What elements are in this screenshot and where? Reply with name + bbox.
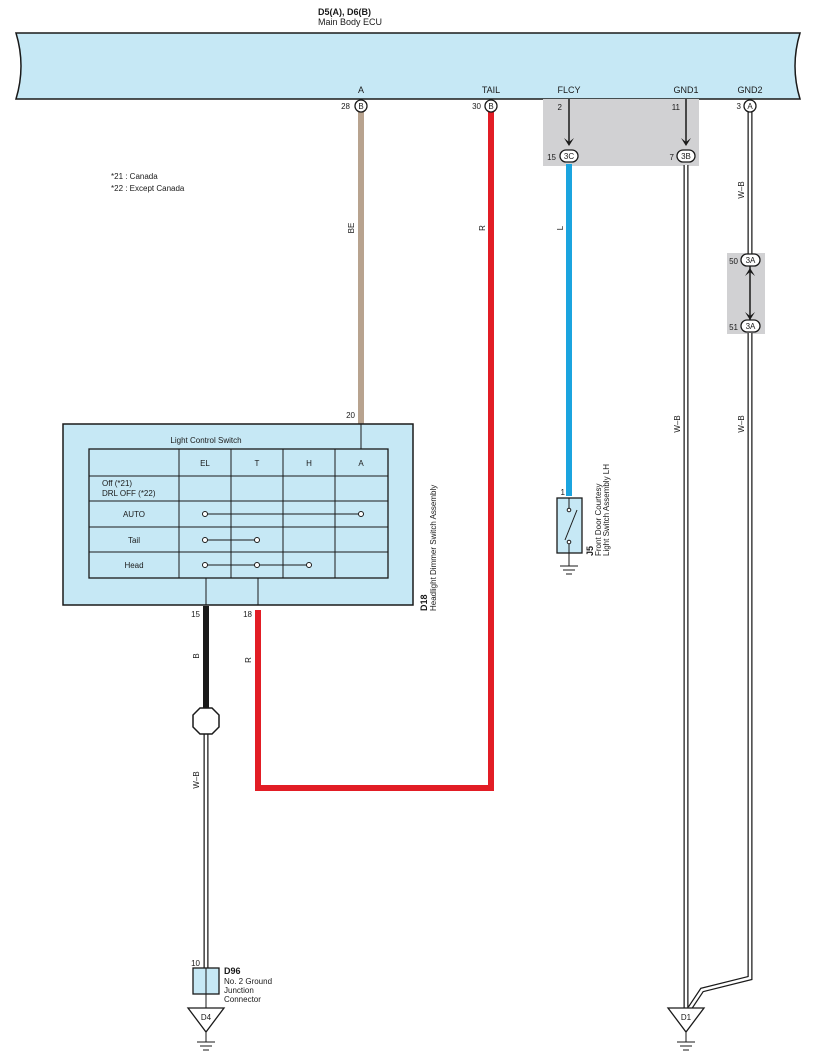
switch-pin-18: 18	[243, 610, 252, 619]
switch-pin-15: 15	[191, 610, 200, 619]
switch-col-a: A	[358, 459, 364, 468]
door-switch-code: J5	[585, 546, 595, 556]
flcy-arrow-icon	[564, 138, 574, 146]
wire-label-wb-gnd2-upper: W–B	[737, 181, 746, 198]
ground-point-d1: D1	[666, 1007, 706, 1051]
gnd1-arrow-icon	[681, 138, 691, 146]
switch-row-drl-off: DRL OFF (*22)	[102, 489, 156, 498]
switch-col-el: EL	[200, 459, 210, 468]
wire-red	[255, 112, 494, 791]
ground-point-d4: D4	[186, 1007, 226, 1051]
svg-text:3A: 3A	[746, 256, 756, 265]
svg-text:3C: 3C	[564, 152, 574, 161]
connector-3a-51: 3A	[740, 319, 761, 333]
pin-50-label: 50	[729, 257, 738, 266]
continuity-head	[202, 562, 312, 568]
switch-title: Light Control Switch	[170, 436, 241, 445]
svg-text:3A: 3A	[746, 322, 756, 331]
pin-7-3b-label: 7	[670, 153, 675, 162]
switch-col-h: H	[306, 459, 312, 468]
switch-row-tail: Tail	[128, 536, 140, 545]
ground-junction-connector: 10 D96 No. 2 Ground Junction Connector	[191, 959, 272, 1008]
door-courtesy-switch: 1 J5 Front Door Courtesy Light Switch As…	[556, 464, 611, 575]
junction-name-3: Connector	[224, 995, 261, 1004]
svg-text:B: B	[488, 102, 493, 111]
wire-label-wb-gnd1: W–B	[673, 415, 682, 432]
connector-3a-50: 3A	[740, 253, 761, 267]
pin-51-label: 51	[729, 323, 738, 332]
junction-name-2: Junction	[224, 986, 254, 995]
wire-label-r-tail: R	[478, 225, 487, 231]
note-except-canada: *22 : Except Canada	[111, 184, 185, 193]
svg-text:D4: D4	[201, 1013, 212, 1022]
connector-3b-7: 3B	[676, 149, 696, 163]
splice-point	[192, 707, 220, 735]
ecu-terminal-tail: TAIL	[482, 85, 500, 95]
connector-b-30: B	[484, 99, 498, 113]
switch-row-head: Head	[124, 561, 143, 570]
switch-row-off: Off (*21)	[102, 479, 132, 488]
ecu-body	[14, 32, 802, 100]
svg-text:A: A	[747, 102, 753, 111]
junction-code: D96	[224, 966, 241, 976]
pin-11-label: 11	[672, 103, 681, 112]
door-switch-pin-1: 1	[561, 488, 566, 497]
splice-down-arrow-icon	[745, 312, 755, 320]
headlight-dimmer-switch: 20 Light Control Switch EL T H A Off (*2…	[62, 411, 438, 619]
wire-label-be: BE	[347, 223, 356, 234]
pin-3-label: 3	[737, 102, 742, 111]
wire-wb-gnd2	[687, 112, 753, 1010]
continuity-tail	[202, 537, 260, 543]
switch-code: D18	[419, 594, 429, 611]
svg-text:B: B	[358, 102, 363, 111]
wire-label-l: L	[556, 225, 565, 230]
connector-b-28: B	[354, 99, 368, 113]
wire-label-b: B	[192, 653, 201, 658]
connector-3c-15: 3C	[559, 149, 579, 163]
junction-pin-10: 10	[191, 959, 200, 968]
ecu-terminal-flcy: FLCY	[557, 85, 580, 95]
switch-name: Headlight Dimmer Switch Assembly	[429, 485, 438, 611]
ecu-terminal-gnd1: GND1	[673, 85, 698, 95]
junction-name-1: No. 2 Ground	[224, 977, 272, 986]
wire-label-wb-ground: W–B	[192, 771, 201, 788]
pin-2-label: 2	[558, 103, 563, 112]
door-switch-name-1: Front Door Courtesy	[594, 484, 603, 556]
ecu-code: D5(A), D6(B)	[318, 7, 371, 17]
switch-pin-20: 20	[346, 411, 355, 420]
switch-col-t: T	[255, 459, 260, 468]
ground-symbol-icon	[560, 565, 578, 575]
ecu-terminal-a: A	[358, 85, 364, 95]
svg-text:3B: 3B	[681, 152, 691, 161]
pin-15-3c-label: 15	[547, 153, 556, 162]
connector-a-3: A	[743, 99, 757, 113]
note-canada: *21 : Canada	[111, 172, 158, 181]
wire-label-r-sw: R	[244, 657, 253, 663]
ecu-name: Main Body ECU	[318, 17, 382, 27]
pin-28-label: 28	[341, 102, 350, 111]
svg-text:D1: D1	[681, 1013, 692, 1022]
splice-up-arrow-icon	[745, 268, 755, 276]
ecu-terminal-gnd2: GND2	[737, 85, 762, 95]
pin-30-label: 30	[472, 102, 481, 111]
wire-label-wb-gnd2-lower: W–B	[737, 415, 746, 432]
door-switch-name-2: Light Switch Assembly LH	[602, 464, 611, 556]
switch-row-auto: AUTO	[123, 510, 145, 519]
continuity-auto	[202, 511, 364, 517]
